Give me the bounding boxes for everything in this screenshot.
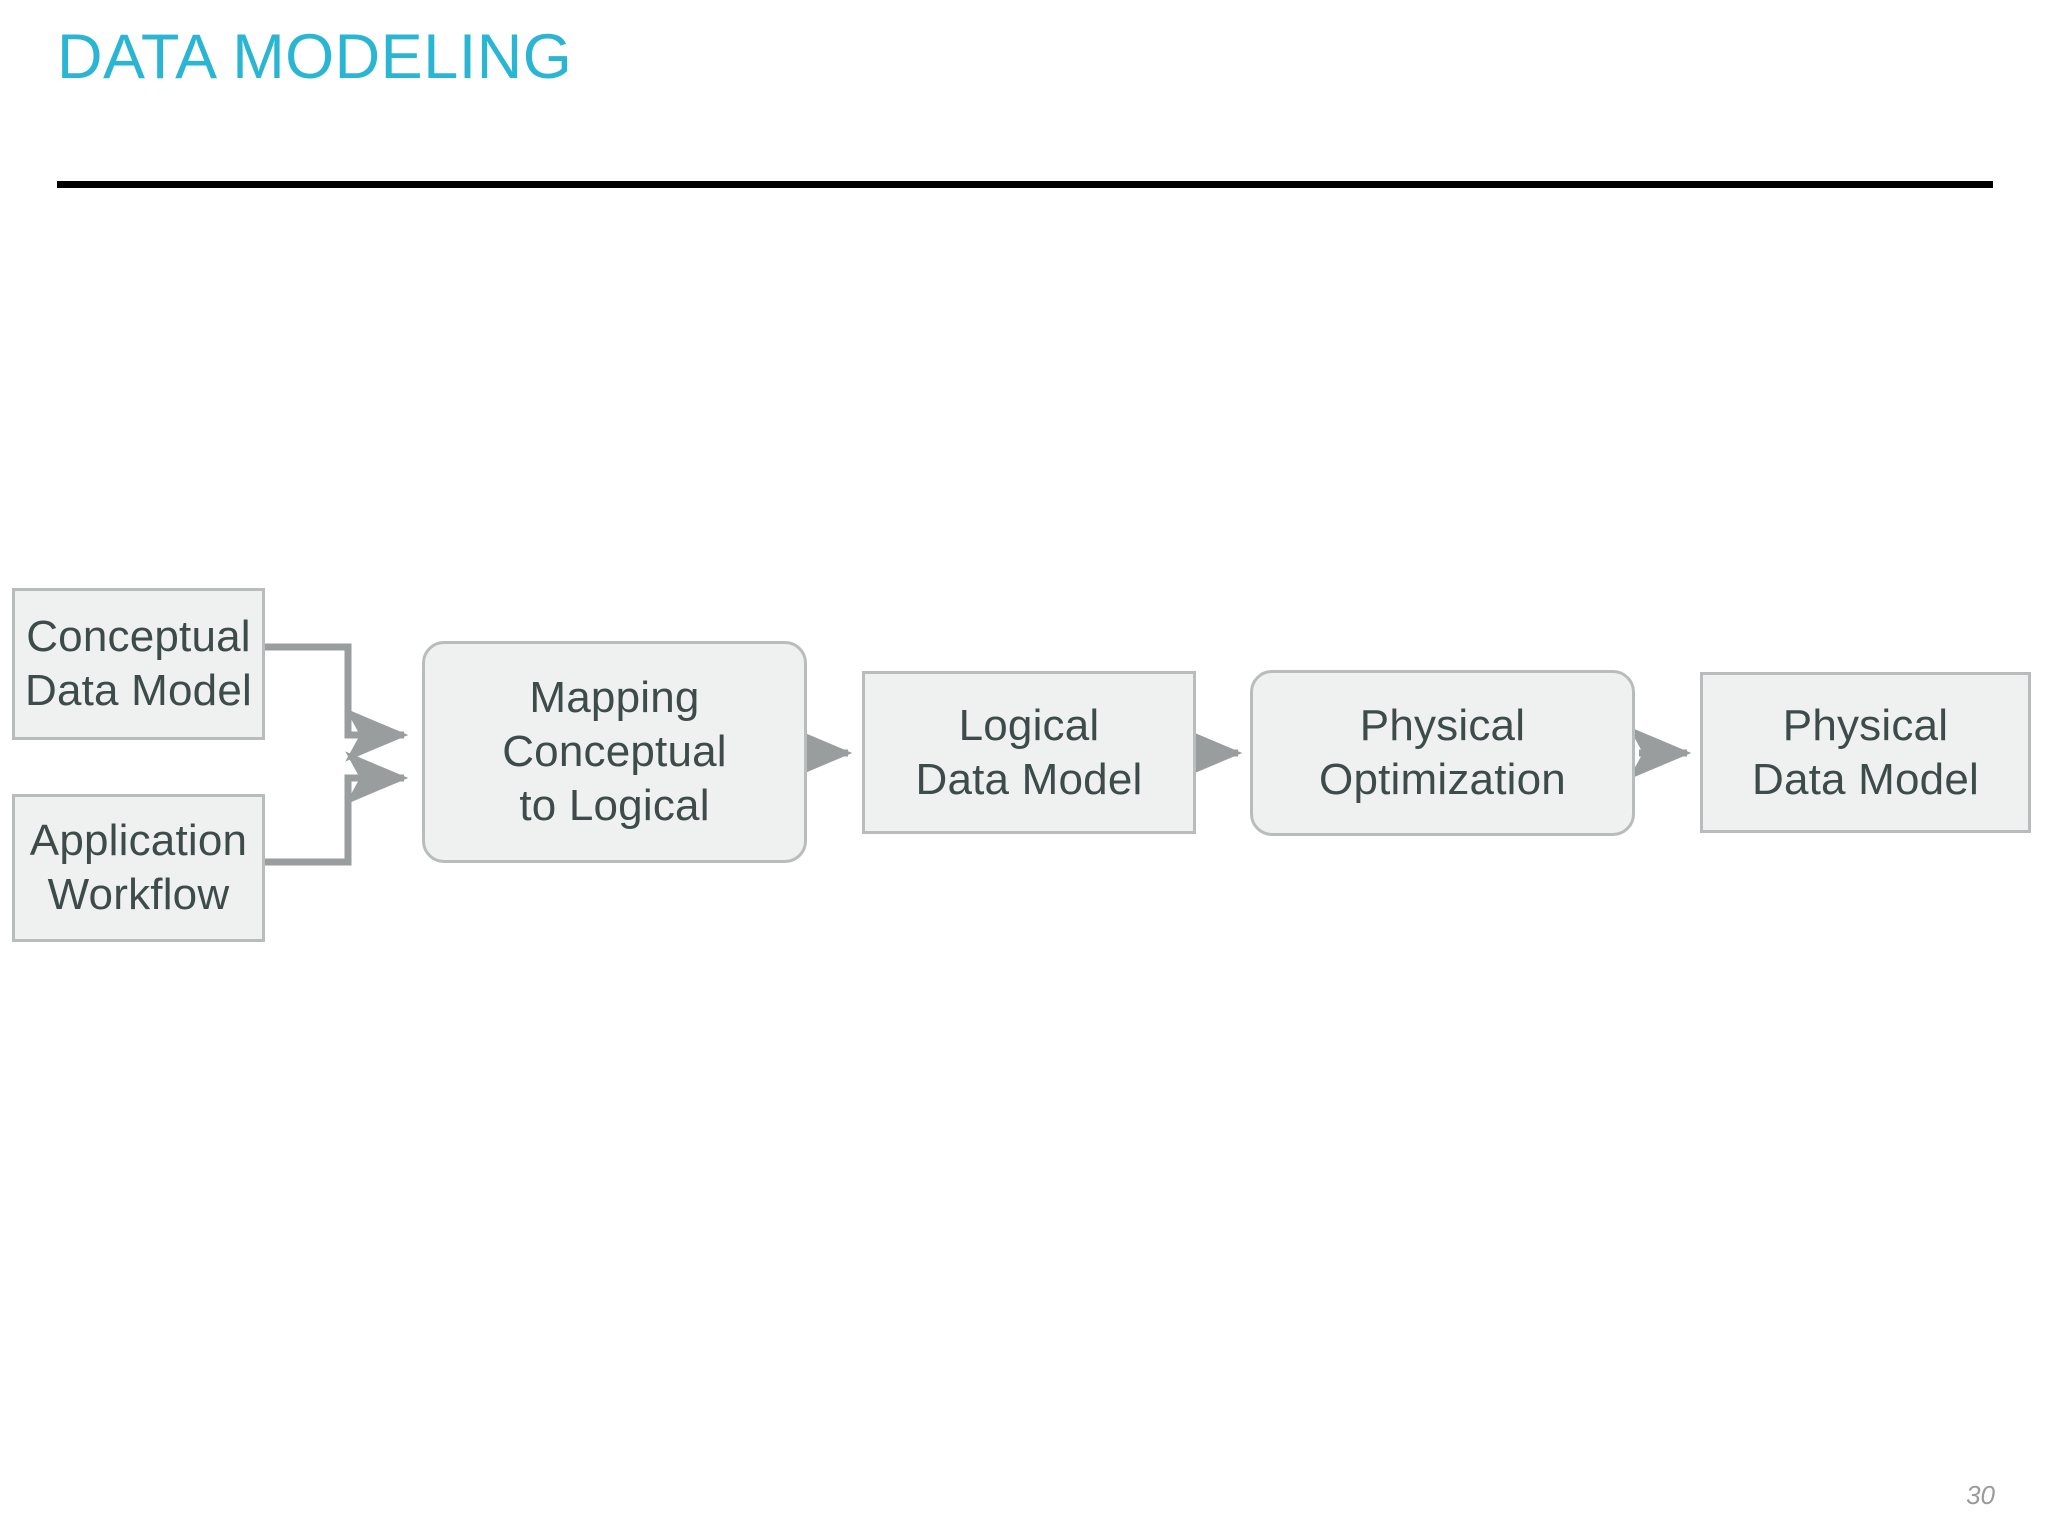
page-title: DATA MODELING <box>57 22 573 92</box>
node-application-workflow: Application Workflow <box>12 794 265 942</box>
page-number: 30 <box>1966 1480 1995 1510</box>
node-logical-data-model: Logical Data Model <box>862 671 1196 834</box>
node-conceptual-data-model: Conceptual Data Model <box>12 588 265 740</box>
node-physical-data-model: Physical Data Model <box>1700 672 2031 833</box>
title-divider <box>57 181 1993 188</box>
edge-application-to-mapping <box>265 751 409 866</box>
node-physical-optimization: Physical Optimization <box>1250 670 1635 836</box>
edge-conceptual-to-mapping <box>265 643 409 762</box>
node-mapping-conceptual-to-logical: Mapping Conceptual to Logical <box>422 641 807 863</box>
